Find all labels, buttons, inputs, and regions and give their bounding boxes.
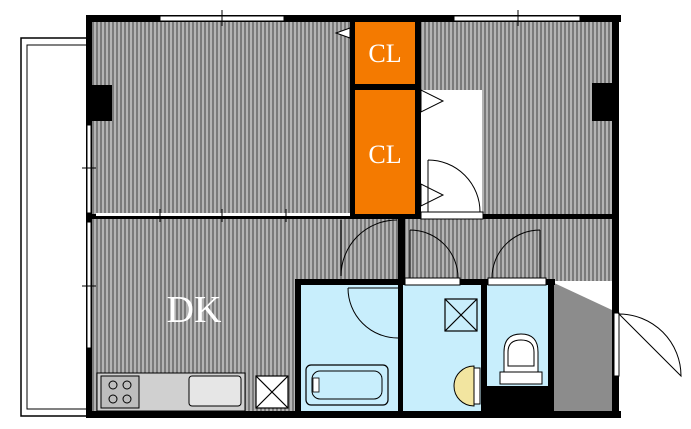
column-right — [592, 83, 612, 121]
column-left — [92, 85, 112, 121]
closet-lower: CL — [355, 90, 415, 214]
stove — [100, 375, 140, 409]
closet-lower-label: CL — [368, 140, 401, 169]
wash-basin — [453, 365, 481, 407]
hall-floor — [405, 219, 612, 281]
toilet — [499, 333, 543, 385]
dk-upper-floor — [299, 219, 400, 281]
balcony — [20, 37, 88, 417]
appliance-spaces — [255, 298, 478, 409]
closet-door-markers — [334, 27, 445, 207]
bathtub — [305, 364, 389, 406]
dining-kitchen-label: DK — [167, 289, 222, 331]
closet-upper: CL — [355, 22, 415, 84]
sink — [188, 375, 242, 407]
door-swings — [340, 159, 682, 378]
kitchen-counter — [96, 372, 246, 412]
western-room-left — [92, 22, 350, 214]
closet-upper-label: CL — [368, 39, 401, 68]
entrance-floor — [552, 282, 612, 411]
windows — [82, 10, 581, 349]
